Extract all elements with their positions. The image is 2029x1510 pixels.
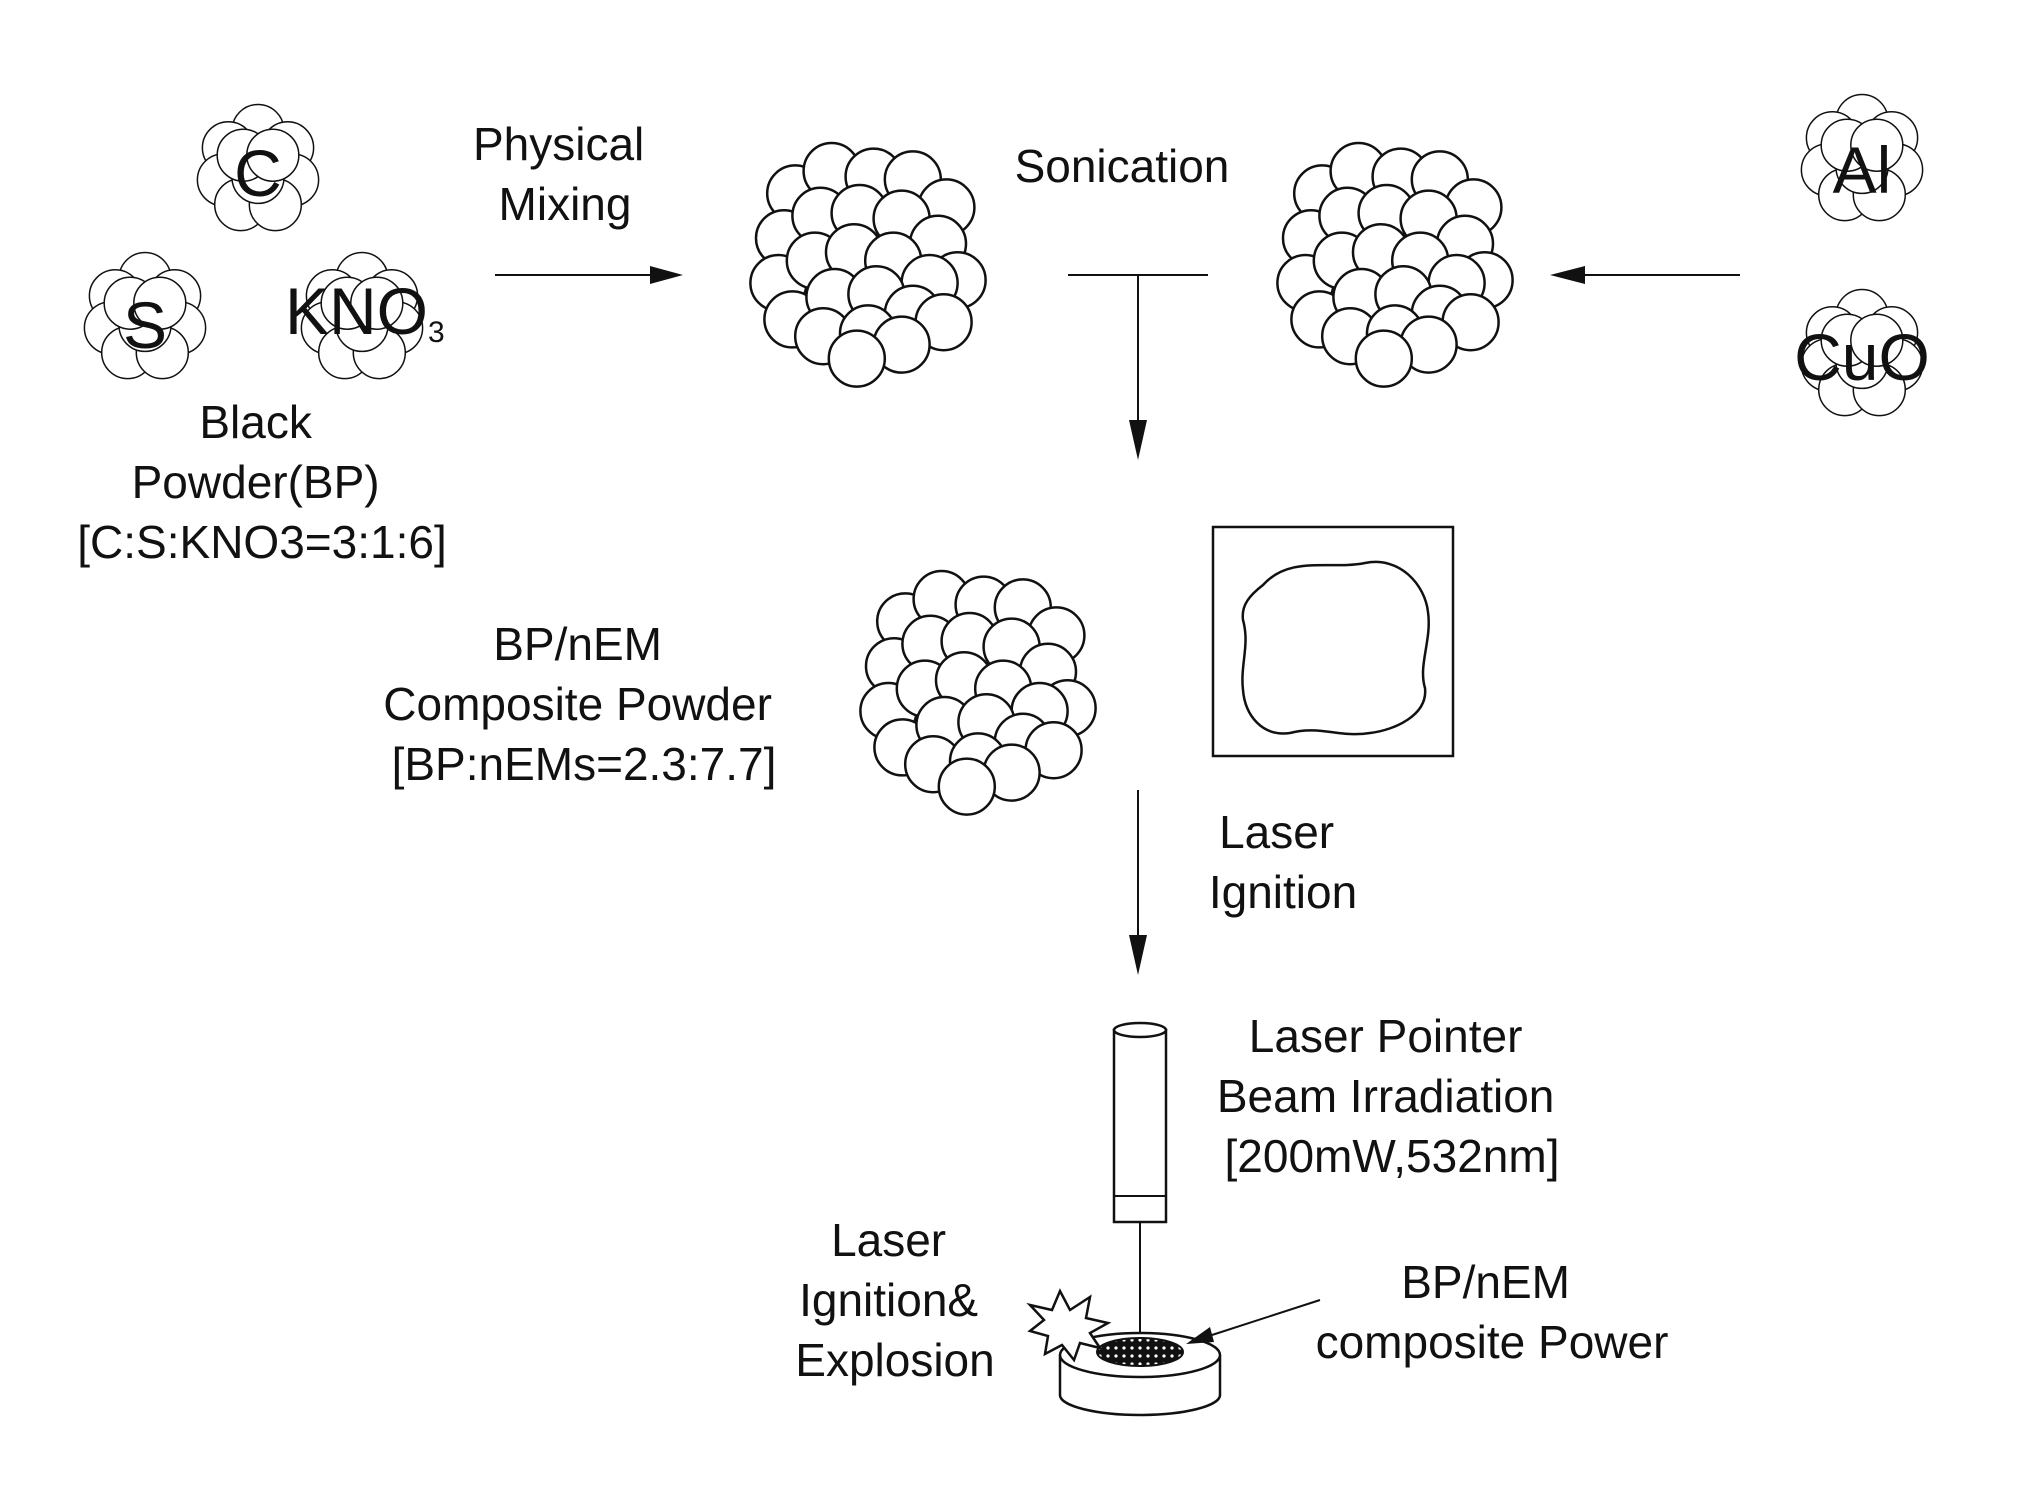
element-c-label: C [234,136,282,210]
particle [1356,331,1412,387]
mixing-arrow [495,266,683,284]
black-powder-mixture-cluster [750,143,985,387]
composite-powder-cluster [860,571,1095,815]
sonication-merge-connector [1068,275,1208,460]
physical-mixing-label: Physical Mixing [473,118,657,230]
sonication-label: Sonication [1015,140,1230,192]
composite-powder-sample [1097,1338,1183,1366]
composite-micrograph-inset [1213,527,1453,756]
nem-feed-arrow [1550,266,1740,284]
kno3-main: KNO [285,274,428,348]
laser-ignition-arrow [1129,790,1147,975]
particle [829,331,885,387]
particle [939,759,995,815]
black-powder-label: Black Powder(BP) [C:S:KNO3=3:1:6] [77,396,446,568]
element-al-label: Al [1833,133,1892,207]
kno3-subscript: 3 [428,316,445,349]
composite-power-label: BP/nEM composite Power [1316,1256,1669,1368]
element-kno3-label: KNO3 [285,274,445,349]
sample-pointer-arrow [1186,1300,1320,1344]
nem-mixture-cluster [1277,143,1512,387]
composite-powder-label: BP/nEM Composite Powder [BP:nEMs=2.3:7.7… [383,618,784,790]
sample-dish [1060,1333,1220,1415]
laser-pointer-device [1114,1023,1166,1345]
laser-ignition-label: Laser Ignition [1209,806,1357,918]
element-s-label: S [123,288,167,362]
ignition-explosion-label: Laser Ignition& Explosion [795,1214,994,1386]
element-cuo-label: CuO [1794,320,1930,394]
laser-pointer-label: Laser Pointer Beam Irradiation [200mW,53… [1217,1010,1567,1182]
